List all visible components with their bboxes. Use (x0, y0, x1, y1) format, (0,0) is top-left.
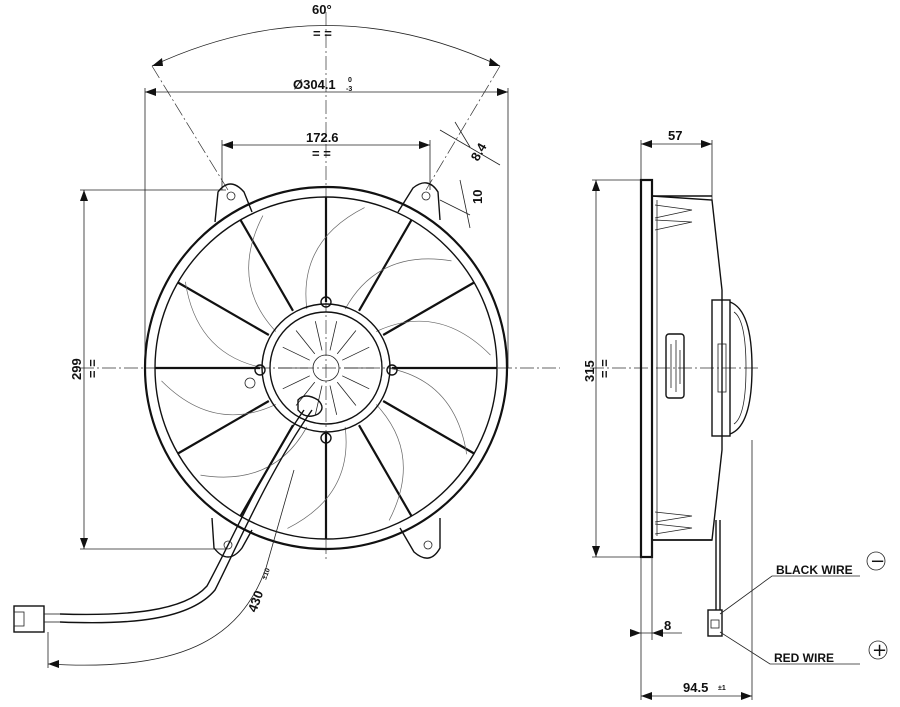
bolt-spacing-dimension: 172.6 = = (221, 130, 431, 190)
fan-blade-edge (248, 215, 277, 332)
motor-rib (336, 330, 357, 355)
motor-rib (329, 385, 338, 415)
height-dimension: 299 = = (69, 189, 226, 550)
support-spoke (382, 281, 475, 336)
fan-blade-edge (161, 380, 276, 416)
positive-terminal-symbol (868, 640, 888, 660)
fan-blade-edge (287, 426, 347, 529)
motor-rib (314, 321, 323, 351)
overall-depth-label: 94.5 (683, 680, 708, 695)
support-spoke (177, 400, 270, 455)
cable-exit-boss (297, 395, 323, 417)
fan-blade-edge (376, 320, 491, 356)
side-view: 57 315 = = (582, 128, 888, 700)
side-connector (707, 609, 723, 637)
side-height-tol: = = (597, 359, 612, 378)
red-wire-label: RED WIRE (774, 651, 834, 665)
side-height-label: 315 (582, 360, 597, 382)
support-spoke (358, 219, 413, 312)
top-depth-dimension: 57 (640, 128, 713, 200)
support-spoke (358, 424, 413, 517)
support-spoke (382, 400, 475, 455)
outer-diameter-tol-lower: -3 (346, 86, 352, 93)
red-wire-callout: RED WIRE + (719, 631, 888, 665)
black-wire-label: BLACK WIRE (776, 563, 853, 577)
hub-bolt-left (254, 364, 266, 376)
motor-rib (342, 346, 370, 361)
side-motor (711, 299, 753, 437)
balance-weight (244, 377, 256, 389)
fan-blade-edge (375, 404, 404, 521)
hub-bolt-top (320, 296, 332, 308)
fan-blade-edge (184, 281, 265, 369)
flange-offset-dimension: 8 (630, 540, 682, 700)
motor-rib (329, 321, 338, 351)
bolt-spacing-label: 172.6 (306, 130, 339, 145)
slot-width-label: 8.4 (468, 140, 490, 164)
outer-diameter-dimension: Ø304.1 0 -3 (144, 77, 509, 368)
fan-blade-edge (344, 258, 452, 310)
support-spoke (177, 281, 270, 336)
height-dim-tol: = = (85, 359, 100, 378)
negative-sign: − (870, 551, 885, 572)
fan-blade-edge (305, 207, 365, 310)
motor-rib (342, 375, 370, 390)
overall-depth-dimension: 94.5 ±1 (641, 440, 753, 700)
slot-dimensions: 8.4 10 (439, 121, 501, 229)
cable-length-tol: ±10 (261, 567, 272, 580)
positive-sign: + (872, 640, 887, 661)
front-view: 60° = = Ø304.1 0 -3 172.6 = = (13, 2, 560, 668)
mounting-ears (211, 182, 441, 559)
angle-dim-label: 60° (312, 2, 332, 17)
side-frame (639, 178, 723, 559)
negative-terminal-symbol (866, 551, 886, 571)
connector-plug (13, 605, 45, 633)
cable-length-dimension: 430 ±10 (47, 469, 295, 668)
black-wire-callout: BLACK WIRE − (719, 551, 886, 615)
flange-offset-label: 8 (664, 618, 671, 633)
motor-rib (295, 381, 316, 406)
motor-rib (282, 346, 310, 361)
hub-bolt-right (386, 364, 398, 376)
motor-rib (295, 330, 316, 355)
bolt-spacing-tol: = = (312, 146, 331, 161)
label-plate (665, 333, 685, 399)
outer-diameter-label: Ø304.1 (293, 77, 336, 92)
side-height-dimension: 315 = = (582, 179, 641, 558)
top-depth-label: 57 (668, 128, 682, 143)
cable-length-label: 430 (245, 589, 267, 615)
power-cable (13, 409, 313, 633)
fan-blade-edge (200, 426, 308, 478)
motor-rib (336, 381, 357, 406)
slot-length-label: 10 (470, 190, 485, 204)
fan-outer-ring (143, 185, 509, 551)
support-spoke (239, 219, 294, 312)
hub-bolt-bottom (320, 432, 332, 444)
motor-housing (269, 311, 383, 425)
fan-blades (161, 207, 491, 529)
motor-rib (282, 375, 310, 390)
motor-flange (261, 303, 391, 433)
outer-diameter-tol-upper: 0 (348, 77, 352, 84)
fan-blade-edge (387, 367, 468, 455)
angle-dimension: 60° = = (151, 2, 501, 191)
side-cable (707, 520, 723, 637)
motor-center-cap (312, 354, 340, 382)
height-dim-label: 299 (69, 358, 84, 380)
overall-depth-tol: ±1 (718, 685, 726, 692)
angle-tol-label: = = (313, 26, 332, 41)
